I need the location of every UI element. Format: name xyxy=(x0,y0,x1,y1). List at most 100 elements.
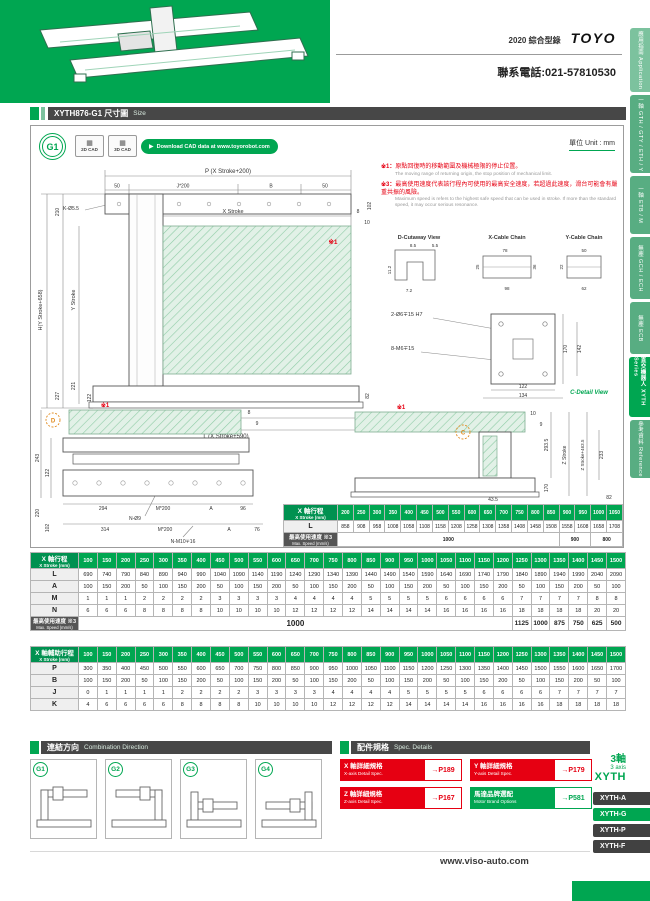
dim-value: 150 xyxy=(323,674,344,687)
dim-label: 220 xyxy=(35,509,41,518)
series-tab-xyth-g[interactable]: XYTH-G xyxy=(593,808,650,821)
spec-label-cn: X 軸詳細規格 xyxy=(344,763,383,771)
dim-value: 4 xyxy=(323,686,344,699)
dim-value: 400 xyxy=(115,662,136,675)
stroke-value: 550 xyxy=(447,504,465,521)
sidebar-tab-gch-ech[interactable]: 無塵 GCH / ECH xyxy=(630,237,650,299)
spec-link-z-axis[interactable]: Z 軸詳細規格 Z-axis Detail Spec. →P167 xyxy=(340,787,462,809)
x-axis-structure xyxy=(88,193,364,409)
g1-badge: G1 xyxy=(33,762,48,777)
dim-value: 14 xyxy=(398,604,419,617)
dim-value: 50 xyxy=(360,580,381,593)
dim-value: 1050 xyxy=(360,662,381,675)
page-reference[interactable]: →P179 xyxy=(554,759,592,781)
dim-value: 1708 xyxy=(606,520,623,533)
dim-value: 1550 xyxy=(549,662,570,675)
spec-tag: Z 軸詳細規格 Z-axis Detail Spec. xyxy=(340,787,424,809)
max-speed-value: 875 xyxy=(549,616,570,631)
dim-value: 50 xyxy=(210,674,230,687)
dim-label: 98 xyxy=(504,286,510,291)
dim-value: 1258 xyxy=(463,520,481,533)
stroke-value: 1000 xyxy=(417,646,438,663)
dim-value: 1240 xyxy=(285,568,306,581)
play-arrow-icon: ▶ xyxy=(149,143,154,150)
y-chain-sketch xyxy=(566,255,602,279)
stroke-value: 100 xyxy=(78,646,98,663)
dim-value: 1 xyxy=(78,592,98,605)
dim-value: 100 xyxy=(530,674,551,687)
green-square-icon xyxy=(340,741,349,754)
download-cad-button[interactable]: ▶ Download CAD data at www.toyorobot.com xyxy=(141,139,278,154)
dim-value: 18 xyxy=(568,698,589,711)
sidebar-tab-xyth-series[interactable]: 直交機器人 XYTH Series xyxy=(629,357,650,417)
spec-label-en: Motor Brand Options xyxy=(474,799,517,805)
dim-value: 18 xyxy=(549,604,570,617)
dim-value: 4 xyxy=(379,686,400,699)
dim-value: 1508 xyxy=(542,520,560,533)
dim-value: 3 xyxy=(266,592,287,605)
sidebar-tab-etb-m[interactable]: 一軸 ETB / M xyxy=(630,176,650,234)
cad-3d-button[interactable]: ▦ 3D CAD xyxy=(108,135,137,157)
max-speed-value: 625 xyxy=(587,616,608,631)
spec-link-x-axis[interactable]: X 軸詳細規格 X-axis Detail Spec. →P189 xyxy=(340,759,462,781)
spec-label-cn: 馬達品牌選配 xyxy=(474,791,513,799)
stroke-value: 900 xyxy=(379,646,400,663)
note-text-cn: 最高使用速度代表該行程內可使用的最高安全速度，若超過此速度，滑台可能會有嚴重共振… xyxy=(381,181,618,196)
sidebar-tab-ecb[interactable]: 無塵 ECB xyxy=(630,302,650,354)
dim-value: 890 xyxy=(153,568,174,581)
dim-label: 142 xyxy=(577,345,583,354)
spec-link-motor-options[interactable]: 馬達品牌選配 Motor Brand Options →P581 xyxy=(470,787,592,809)
series-tab-list: XYTH-A XYTH-G XYTH-P XYTH-F xyxy=(593,792,650,856)
stroke-value: 350 xyxy=(172,646,193,663)
dim-value: 1290 xyxy=(304,568,325,581)
stroke-value: 1250 xyxy=(511,552,532,569)
dim-label: 102 xyxy=(45,524,51,533)
series-tab-xyth-f[interactable]: XYTH-F xyxy=(593,840,650,853)
dim-value: 1340 xyxy=(323,568,344,581)
series-tab-xyth-a[interactable]: XYTH-A xyxy=(593,792,650,805)
dim-value: 100 xyxy=(530,580,551,593)
sidebar-tab-gth-gty-eth-y[interactable]: 一軸 GTH / GTY / ETH / Y xyxy=(630,95,650,173)
page-reference[interactable]: →P167 xyxy=(424,787,462,809)
dim-value: 100 xyxy=(228,674,249,687)
page-reference[interactable]: →P581 xyxy=(554,787,592,809)
chain-labels: D-Cutaway View 8.5 5.5 11.2 7.2 X-Cable … xyxy=(387,235,603,293)
stroke-value: 250 xyxy=(134,552,155,569)
hole-callout: 2-Ø6∓15 H7 xyxy=(391,312,423,318)
z-axis-drawing: ※1 10 9 C 293.5 Z Stroke Z Stroke+463.5 … xyxy=(350,403,612,502)
spec-link-y-axis[interactable]: Y 軸詳細規格 Y-axis Detail Spec. →P179 xyxy=(470,759,592,781)
side-dim-lines xyxy=(40,410,263,538)
stroke-value: 900 xyxy=(558,504,576,521)
dim-value: 6 xyxy=(153,698,174,711)
dim-value: 5 xyxy=(379,592,400,605)
dim-value: 6 xyxy=(96,604,117,617)
stroke-value: 450 xyxy=(210,552,230,569)
axis-count-en: 3 axis xyxy=(610,765,626,771)
stroke-value: 1300 xyxy=(530,552,551,569)
dim-value: 1008 xyxy=(384,520,402,533)
dim-label: 11.2 xyxy=(387,265,392,274)
stroke-value: 1300 xyxy=(530,646,551,663)
dim-value: 16 xyxy=(511,698,532,711)
sidebar-tab-application[interactable]: 應用指南 Application xyxy=(630,28,650,92)
page-reference[interactable]: →P189 xyxy=(424,759,462,781)
dim-value: 5 xyxy=(436,686,457,699)
dim-value: 12 xyxy=(342,698,362,711)
dim-label: A xyxy=(209,506,213,512)
sidebar-tab-reference[interactable]: 參考資料 Reference xyxy=(630,420,650,478)
view-title: X-Cable Chain xyxy=(488,235,526,241)
dim-value: 1640 xyxy=(436,568,457,581)
dim-value: 100 xyxy=(379,674,400,687)
dim-value: 14 xyxy=(379,604,400,617)
cad-2d-button[interactable]: ▦ 2D CAD xyxy=(75,135,104,157)
dim-value: 700 xyxy=(228,662,249,675)
dim-value: 14 xyxy=(417,698,438,711)
series-name: XYTH xyxy=(594,771,626,783)
dim-label: 78 xyxy=(502,248,508,253)
series-tab-xyth-p[interactable]: XYTH-P xyxy=(593,824,650,837)
dim-value: 16 xyxy=(474,698,494,711)
dim-row-label: B xyxy=(30,674,79,687)
dim-value: 200 xyxy=(417,580,438,593)
